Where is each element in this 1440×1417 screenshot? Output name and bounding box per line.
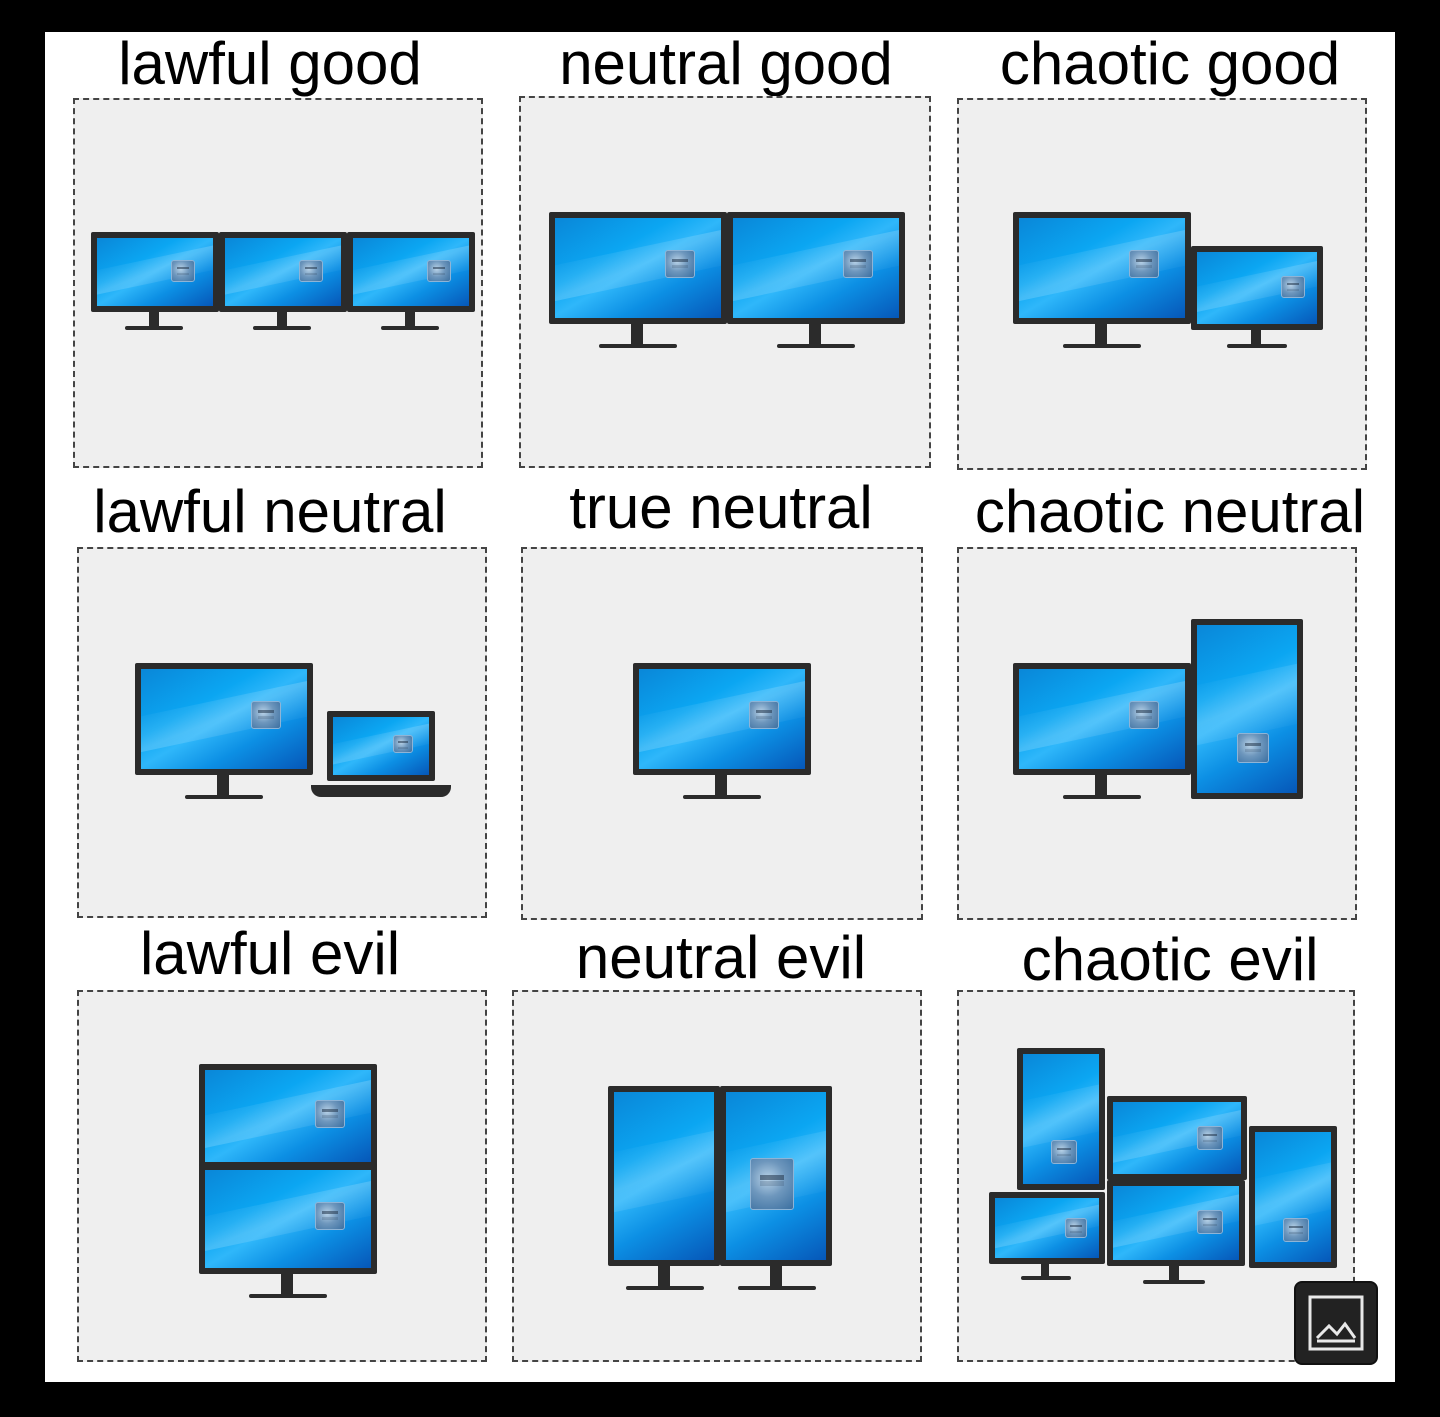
label-lawful-neutral: lawful neutral [93, 478, 447, 545]
face-icon [171, 260, 195, 282]
cell-chaotic-neutral [957, 547, 1357, 920]
image-gallery-icon [1308, 1295, 1364, 1351]
face-icon [1283, 1218, 1309, 1242]
face-icon [393, 735, 413, 753]
face-icon [1197, 1126, 1223, 1150]
label-true-neutral: true neutral [569, 474, 873, 541]
face-icon [1129, 250, 1159, 278]
label-neutral-good: neutral good [559, 30, 893, 97]
face-icon [1197, 1210, 1223, 1234]
alignment-chart: lawful good neutral good chaotic good [45, 32, 1395, 1382]
label-lawful-good: lawful good [118, 30, 422, 97]
face-icon [665, 250, 695, 278]
face-icon [1051, 1140, 1077, 1164]
face-icon [1065, 1218, 1087, 1238]
cell-neutral-evil [512, 990, 922, 1362]
face-icon [427, 260, 451, 282]
cell-chaotic-good [957, 98, 1367, 470]
label-chaotic-neutral: chaotic neutral [974, 478, 1366, 545]
face-icon [315, 1202, 345, 1230]
face-icon [1129, 701, 1159, 729]
label-neutral-evil: neutral evil [575, 924, 867, 991]
face-icon [299, 260, 323, 282]
face-icon [843, 250, 873, 278]
face-icon [1281, 276, 1305, 298]
face-icon [1237, 733, 1269, 763]
cell-true-neutral [521, 547, 923, 920]
cell-lawful-good [73, 98, 483, 468]
cell-lawful-evil [77, 990, 487, 1362]
cell-neutral-good [519, 96, 931, 468]
label-lawful-evil: lawful evil [139, 920, 401, 987]
face-icon [315, 1100, 345, 1128]
face-icon [251, 701, 281, 729]
face-icon [749, 701, 779, 729]
cell-chaotic-evil [957, 990, 1355, 1362]
label-chaotic-good: chaotic good [999, 30, 1341, 97]
image-gallery-button[interactable] [1294, 1281, 1378, 1365]
cell-lawful-neutral [77, 547, 487, 918]
face-icon [750, 1158, 794, 1210]
label-chaotic-evil: chaotic evil [1021, 926, 1319, 993]
